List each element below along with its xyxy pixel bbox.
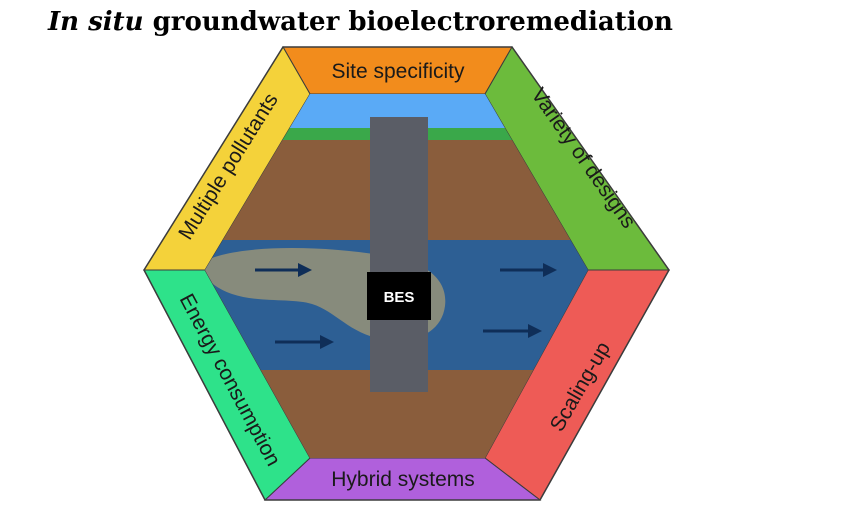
well-column (370, 117, 428, 392)
bes-label: BES (384, 289, 415, 306)
label-hybrid-systems: Hybrid systems (331, 468, 475, 491)
bes-box: BES (367, 272, 431, 320)
label-site-specificity: Site specificity (331, 60, 465, 83)
